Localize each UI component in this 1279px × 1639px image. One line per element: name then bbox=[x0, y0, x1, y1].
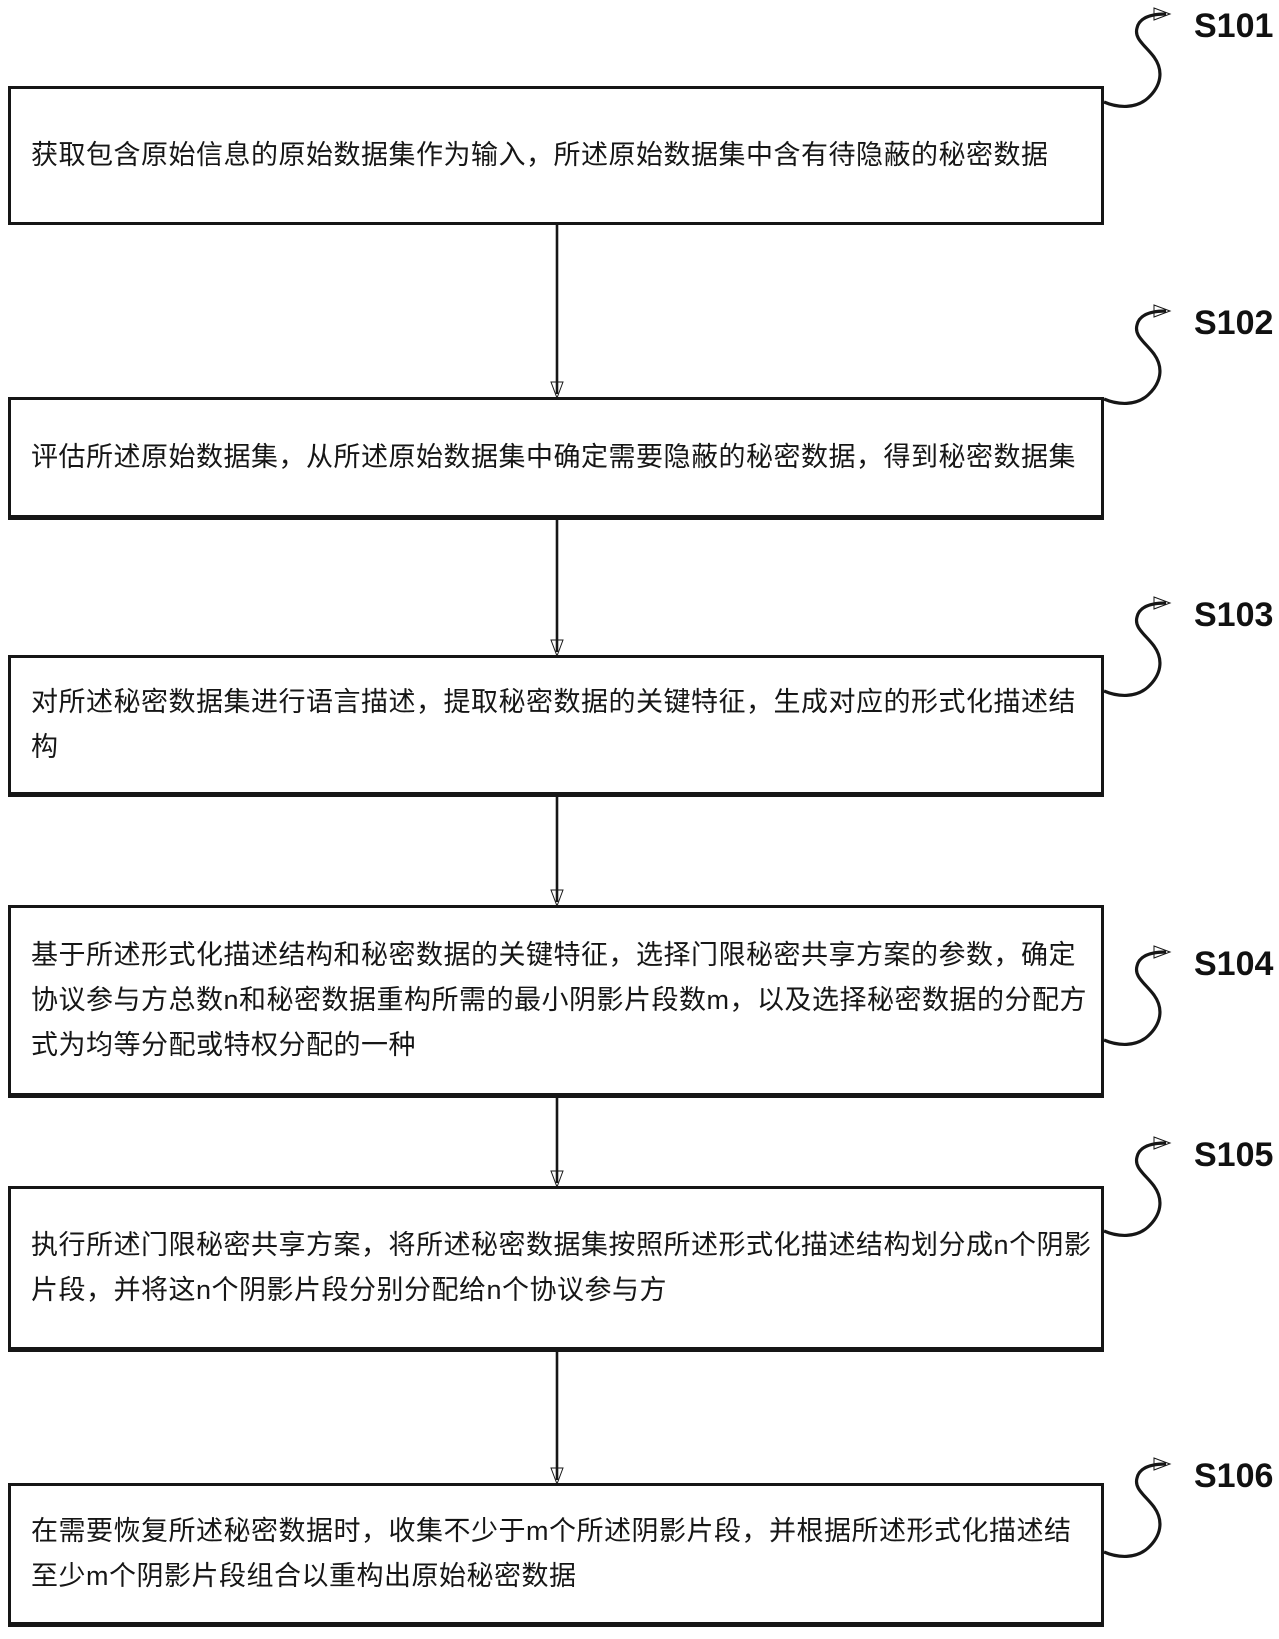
connector-squiggle-s101 bbox=[1103, 7, 1172, 108]
process-box-s102: 评估所述原始数据集，从所述原始数据集中确定需要隐蔽的秘密数据，得到秘密数据集 bbox=[8, 397, 1104, 520]
connector-squiggle-s105 bbox=[1103, 1136, 1172, 1237]
step-label-s104: S104 bbox=[1194, 945, 1274, 983]
process-box-s101: 获取包含原始信息的原始数据集作为输入，所述原始数据集中含有待隐蔽的秘密数据 bbox=[8, 86, 1104, 225]
connector-squiggle-s104 bbox=[1103, 945, 1172, 1046]
step-label-s105: S105 bbox=[1194, 1136, 1274, 1174]
process-box-s106: 在需要恢复所述秘密数据时，收集不少于m个所述阴影片段，并根据所述形式化描述结 至… bbox=[8, 1483, 1104, 1627]
connector-squiggle-s102 bbox=[1103, 304, 1172, 405]
connector-squiggle-s103 bbox=[1103, 596, 1172, 697]
step-label-s106: S106 bbox=[1194, 1457, 1274, 1495]
process-box-s102-text: 评估所述原始数据集，从所述原始数据集中确定需要隐蔽的秘密数据，得到秘密数据集 bbox=[31, 442, 1076, 472]
process-box-s104: 基于所述形式化描述结构和秘密数据的关键特征，选择门限秘密共享方案的参数，确定 协… bbox=[8, 905, 1104, 1098]
step-label-s101: S101 bbox=[1194, 7, 1274, 45]
connector-squiggle-s106 bbox=[1103, 1457, 1172, 1558]
process-box-s106-text: 在需要恢复所述秘密数据时，收集不少于m个所述阴影片段，并根据所述形式化描述结 至… bbox=[31, 1516, 1072, 1591]
step-label-s103: S103 bbox=[1194, 596, 1274, 634]
process-box-s103: 对所述秘密数据集进行语言描述，提取秘密数据的关键特征，生成对应的形式化描述结 构 bbox=[8, 655, 1104, 797]
step-label-s102: S102 bbox=[1194, 304, 1274, 342]
process-box-s104-text: 基于所述形式化描述结构和秘密数据的关键特征，选择门限秘密共享方案的参数，确定 协… bbox=[31, 940, 1088, 1060]
process-box-s101-text: 获取包含原始信息的原始数据集作为输入，所述原始数据集中含有待隐蔽的秘密数据 bbox=[31, 140, 1049, 170]
process-box-s105: 执行所述门限秘密共享方案，将所述秘密数据集按照所述形式化描述结构划分成n个阴影 … bbox=[8, 1186, 1104, 1352]
process-box-s103-text: 对所述秘密数据集进行语言描述，提取秘密数据的关键特征，生成对应的形式化描述结 构 bbox=[31, 687, 1076, 762]
process-box-s105-text: 执行所述门限秘密共享方案，将所述秘密数据集按照所述形式化描述结构划分成n个阴影 … bbox=[31, 1230, 1092, 1305]
